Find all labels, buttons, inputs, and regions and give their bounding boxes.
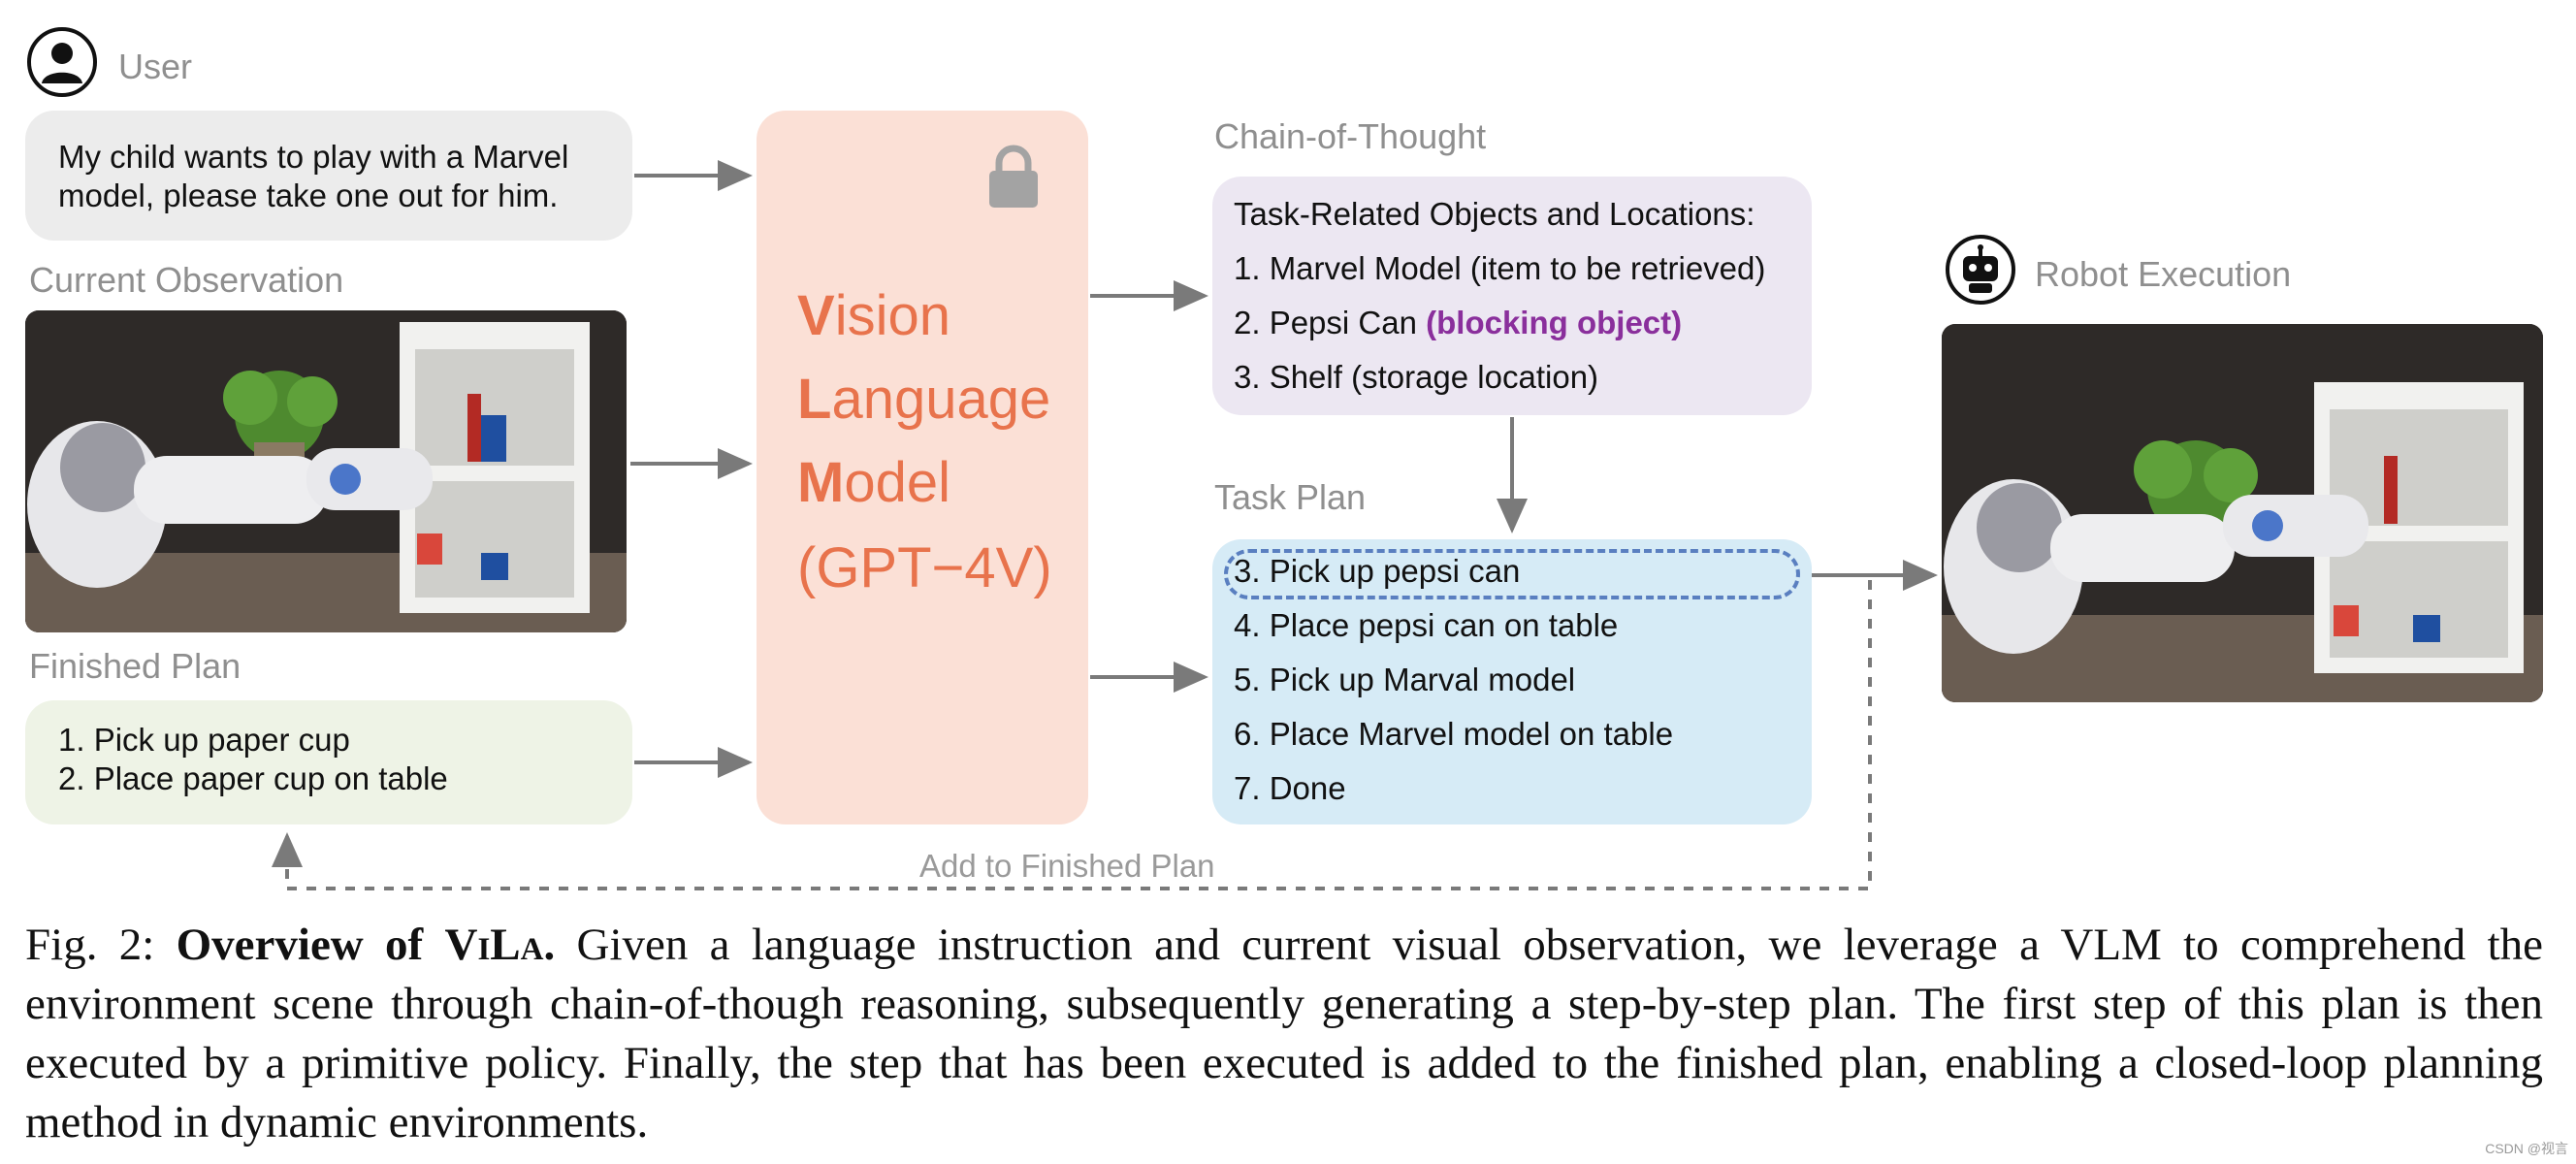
watermark: CSDN @视言 <box>2485 1141 2568 1156</box>
cot-label: Chain-of-Thought <box>1214 116 1487 156</box>
finished-plan-item: 2. Place paper cup on table <box>58 760 448 796</box>
task-plan-item: 3. Pick up pepsi can <box>1234 553 1521 589</box>
cot-item: 3. Shelf (storage location) <box>1234 359 1599 395</box>
lock-icon <box>987 144 1040 210</box>
robot-icon <box>1944 233 2017 307</box>
robot-execution-photo <box>1942 324 2543 702</box>
finished-plan-box: 1. Pick up paper cup 2. Place paper cup … <box>25 700 632 824</box>
task-plan-item: 5. Pick up Marval model <box>1234 662 1576 697</box>
user-label: User <box>118 47 193 86</box>
task-plan-item: 4. Place pepsi can on table <box>1234 607 1619 643</box>
finished-plan-label: Finished Plan <box>29 646 242 686</box>
task-plan-item: 7. Done <box>1234 770 1346 806</box>
robot-execution-label: Robot Execution <box>2035 254 2292 294</box>
cot-box: Task-Related Objects and Locations: 1. M… <box>1212 177 1812 415</box>
cot-accent: (blocking object) <box>1426 305 1683 340</box>
figure-caption: Fig. 2: Overview of ViLa. Given a langua… <box>25 916 2543 1152</box>
caption-prefix: Fig. 2: <box>25 920 177 970</box>
vlm-box: Vision Language Model (GPT−4V) <box>757 111 1088 824</box>
vlm-line-gpt4v: (GPT−4V) <box>797 536 1052 599</box>
cot-heading: Task-Related Objects and Locations: <box>1234 196 1755 232</box>
task-plan-box: 3. Pick up pepsi can 4. Place pepsi can … <box>1212 539 1812 824</box>
add-to-finished-plan-label: Add to Finished Plan <box>919 848 1215 884</box>
vlm-line-model: Model <box>797 451 950 514</box>
task-plan-item: 6. Place Marvel model on table <box>1234 716 1674 752</box>
instruction-text: My child wants to play with a Marvel mod… <box>58 139 569 213</box>
user-icon <box>25 25 99 99</box>
finished-plan-item: 1. Pick up paper cup <box>58 722 350 758</box>
instruction-box: My child wants to play with a Marvel mod… <box>25 111 632 241</box>
observation-photo <box>25 310 627 632</box>
observation-label: Current Observation <box>29 260 344 300</box>
caption-body: Given a language instruction and current… <box>25 920 2543 1148</box>
cot-item: 1. Marvel Model (item to be retrieved) <box>1234 250 1766 286</box>
cot-item: 2. Pepsi Can (blocking object) <box>1234 305 1683 340</box>
current-step-highlight <box>1224 549 1800 599</box>
vlm-line-vision: Vision <box>797 284 950 347</box>
caption-title: Overview of ViLa. <box>176 920 556 970</box>
task-plan-label: Task Plan <box>1214 477 1367 517</box>
vlm-line-language: Language <box>797 368 1051 431</box>
